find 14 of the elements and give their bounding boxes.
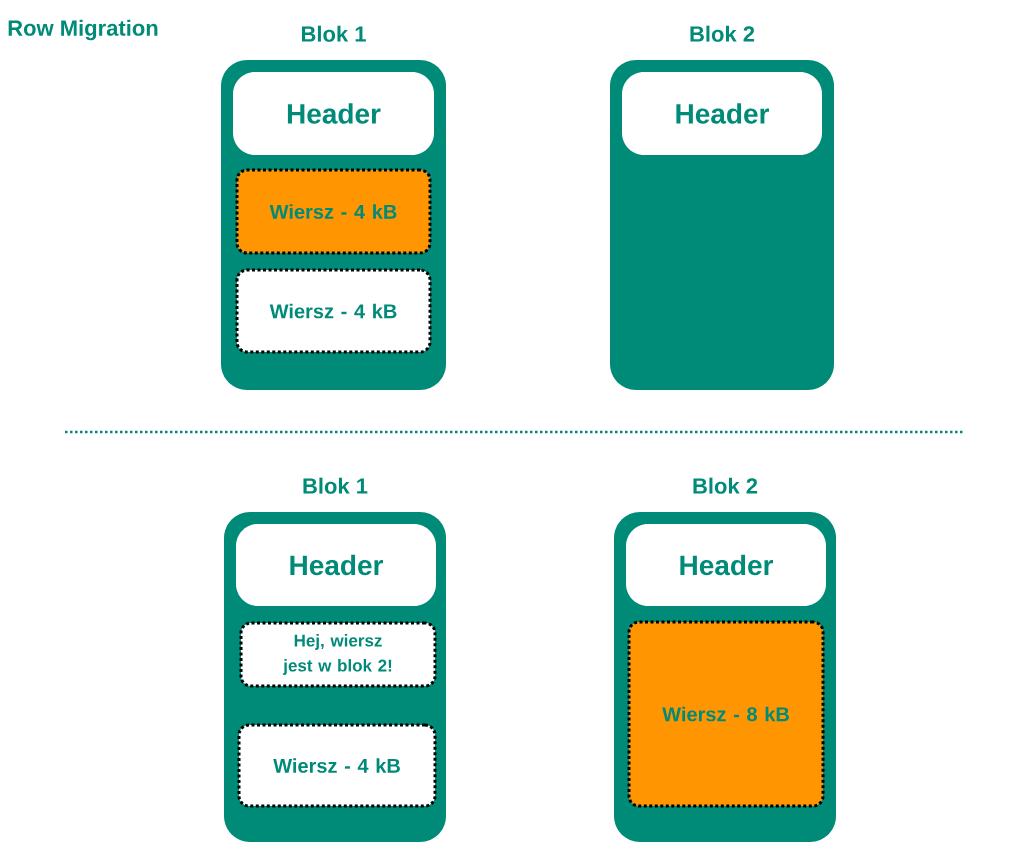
row-box: Hej, wiersz jest w blok 2!	[239, 621, 437, 688]
block-heading: Blok 1	[303, 477, 368, 494]
row-box: Wiersz - 4 kB	[237, 723, 437, 808]
block-heading: Blok 2	[693, 477, 758, 494]
title: Row Migration	[8, 19, 158, 41]
row-box: Wiersz - 4 kB	[235, 268, 432, 354]
block-heading: Blok 2	[690, 25, 755, 42]
row-box: Wiersz - 4 kB	[235, 168, 432, 255]
block-heading: Blok 1	[301, 25, 366, 42]
header-box: Header	[236, 524, 436, 606]
header-box: Header	[626, 524, 826, 606]
row-box: Wiersz - 8 kB	[627, 620, 825, 808]
header-box: Header	[233, 72, 434, 155]
header-box: Header	[622, 72, 822, 155]
